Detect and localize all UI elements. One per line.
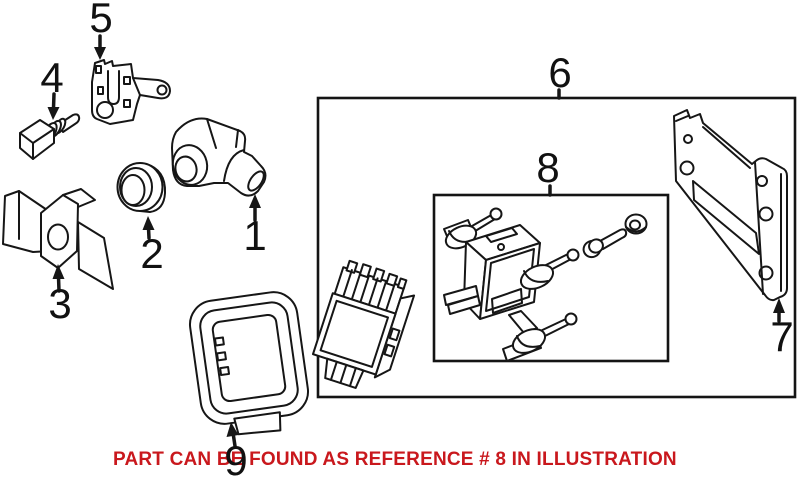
arrow-to-part-9	[226, 422, 239, 448]
arrow-to-part-7	[773, 298, 785, 323]
callout-8: 8	[536, 144, 559, 191]
part-7-bracket-drawing	[673, 109, 788, 302]
callout-arrows	[47, 34, 785, 448]
part-2-grommet-drawing	[116, 162, 167, 213]
part-9-housing-drawing	[189, 291, 309, 436]
part-4-sensor-drawing	[19, 113, 81, 160]
arrow-to-part-2	[142, 216, 155, 240]
callout-2: 2	[140, 230, 163, 277]
part-5-bracket-drawing	[91, 59, 171, 125]
reference-notice: PART CAN BE FOUND AS REFERENCE # 8 IN IL…	[113, 449, 677, 470]
bolt-drawing	[582, 228, 628, 259]
arrow-to-part-3	[52, 264, 65, 293]
arrow-to-part-4	[47, 92, 60, 120]
callout-1: 1	[243, 212, 266, 259]
callout-7: 7	[770, 313, 793, 360]
callout-9: 9	[224, 437, 247, 477]
part-8-sensor-assembly-drawing	[443, 207, 580, 362]
callout-6: 6	[548, 49, 571, 96]
nut-drawing	[624, 213, 648, 235]
arrow-to-part-1	[249, 194, 261, 222]
callout-4: 4	[40, 54, 63, 101]
part-1-sensor-drawing	[171, 117, 267, 197]
control-module-drawing	[312, 259, 416, 389]
arrow-to-part-5	[94, 34, 106, 60]
part-3-bracket-drawing	[2, 188, 114, 290]
callout-labels: 1 2 3 4 5 6 7 8 9	[40, 0, 793, 477]
callout-5: 5	[89, 0, 112, 41]
callout-3: 3	[48, 280, 71, 327]
